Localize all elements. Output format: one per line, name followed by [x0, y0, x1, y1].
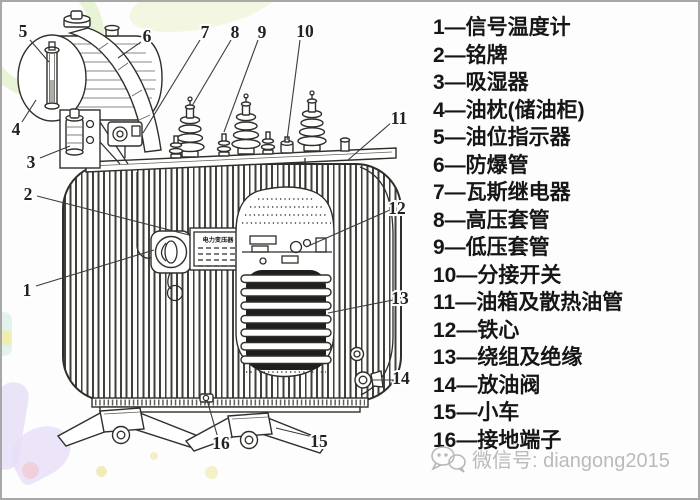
breather-assembly: [59, 108, 129, 169]
legend-item-3: 3—吸湿器: [433, 71, 529, 94]
callout-numbers: 1 2 3 4 5 6 7 8 9 10 11 12 13 14 15 16: [10, 19, 412, 455]
callout-8: 8: [231, 22, 240, 42]
callout-5: 5: [19, 21, 28, 41]
callout-15: 15: [310, 431, 328, 451]
callout-1: 1: [23, 280, 32, 300]
oil-level-indicator: [44, 41, 60, 110]
explosion-proof-pipe: [63, 10, 162, 153]
hv-bushings: [175, 90, 327, 158]
wheel-trolley-left: [56, 407, 200, 448]
breather: [65, 108, 84, 156]
legend-item-8: 8—高压套管: [433, 208, 550, 232]
callout-7: 7: [201, 22, 210, 42]
legend-item-13: 13—绕组及绝缘: [433, 346, 583, 369]
callout-2: 2: [24, 184, 33, 204]
iron-core: [242, 198, 332, 265]
legend-item-9: 9—低压套管: [433, 236, 550, 259]
callout-6: 6: [143, 26, 152, 46]
nameplate-title: 电力变压器: [203, 236, 235, 244]
watermark: 微信号: diangong2015: [430, 444, 670, 473]
legend-item-2: 2—铭牌: [433, 43, 508, 67]
legend-item-12: 12—铁心: [433, 318, 520, 342]
thermometer: [136, 158, 306, 302]
legend-item-5: 5—油位指示器: [433, 126, 571, 149]
legend-item-10: 10—分接开关: [433, 263, 562, 287]
legend-item-15: 15—小车: [433, 401, 520, 424]
legend-item-1: 1—信号温度计: [433, 16, 571, 39]
callout-13: 13: [391, 288, 409, 308]
decor-pink-dot: [22, 462, 39, 479]
callout-3: 3: [27, 152, 36, 172]
windings: [240, 270, 332, 373]
leader-lines: [21, 39, 394, 439]
legend-item-14: 14—放油阀: [433, 373, 541, 397]
base-and-wheels: [56, 393, 369, 454]
cutaway-window: [235, 186, 335, 378]
callout-10: 10: [296, 21, 314, 41]
decor-yellow-dot-2: [150, 452, 158, 460]
legend-item-7: 7—瓦斯继电器: [433, 181, 571, 204]
drain-valve: [349, 346, 384, 389]
decor-yellow-dot-3: [205, 466, 218, 479]
callout-9: 9: [258, 22, 267, 42]
watermark-text: 微信号: diangong2015: [472, 450, 670, 472]
callout-16: 16: [212, 433, 230, 453]
legend-item-16: 16—接地端子: [433, 428, 562, 452]
decor-yellow-dot-1: [96, 466, 107, 477]
callout-12: 12: [388, 198, 406, 218]
ground-terminal: [199, 393, 214, 403]
legend-item-6: 6—防爆管: [433, 153, 529, 177]
wechat-icon: [431, 445, 466, 473]
cover-stub: [339, 137, 351, 152]
lv-bushings: [168, 131, 276, 159]
legend-item-4: 4—油枕(储油柜): [433, 98, 585, 122]
legend: 1—信号温度计 2—铭牌 3—吸湿器 4—油枕(储油柜) 5—油位指示器 6—防…: [433, 14, 695, 454]
decor-yellow-mark: [2, 330, 11, 346]
legend-item-11: 11—油箱及散热油管: [433, 291, 624, 314]
callout-11: 11: [391, 108, 408, 128]
callout-4: 4: [12, 119, 21, 139]
wheel-trolley-right: [184, 412, 330, 454]
callout-14: 14: [392, 368, 410, 388]
buchholz-relay: [107, 121, 143, 158]
